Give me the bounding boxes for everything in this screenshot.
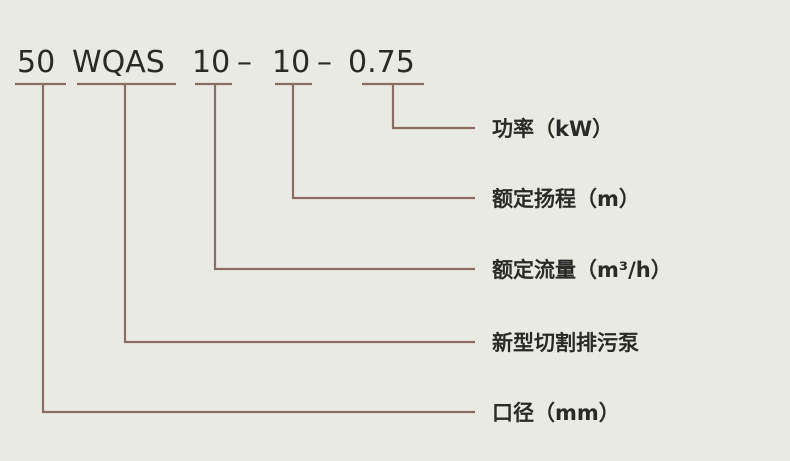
code-pump-type: WQAS	[72, 45, 165, 80]
code-diameter: 50	[17, 45, 55, 80]
code-head: 10	[272, 45, 310, 80]
leader-rated-head	[291, 84, 475, 200]
leader-diameter	[41, 84, 475, 414]
leader-rated-flow	[213, 84, 475, 271]
label-rated-head: 额定扬程（m）	[492, 187, 640, 211]
label-pump-type: 新型切割排污泵	[492, 331, 639, 355]
label-power: 功率（kW）	[492, 117, 613, 141]
code-power: 0.75	[348, 45, 415, 80]
code-dash-1: –	[237, 45, 252, 80]
code-dash-2: –	[317, 45, 332, 80]
label-rated-flow: 额定流量（m³/h）	[492, 258, 672, 282]
leader-pump-type	[123, 84, 475, 344]
label-diameter: 口径（mm）	[492, 401, 620, 425]
leader-power	[391, 84, 475, 130]
code-flow: 10	[192, 45, 230, 80]
